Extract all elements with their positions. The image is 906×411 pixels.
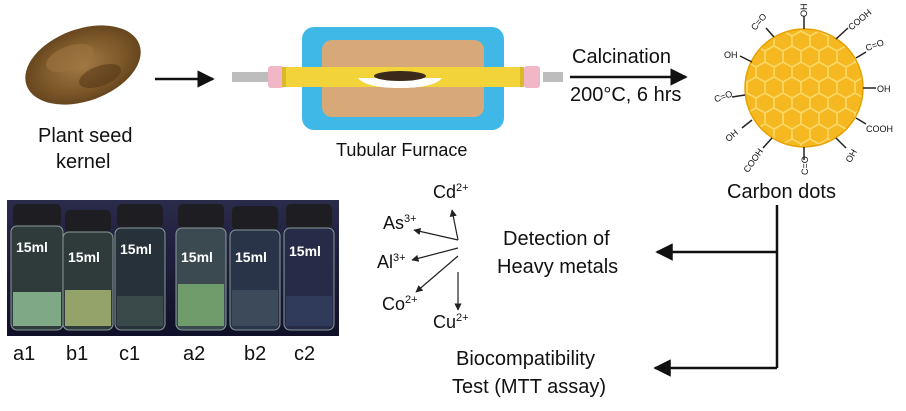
ion-arrows (411, 209, 462, 311)
biocompat-label-line1: Biocompatibility (456, 348, 595, 370)
fg-label: C=O (800, 156, 810, 175)
ion-charge: 2+ (456, 312, 469, 324)
fg-label: C=O (749, 11, 769, 32)
fg-label: COOH (866, 124, 893, 134)
ion-symbol: Al (377, 252, 394, 272)
seed-label-line2: kernel (56, 151, 111, 173)
vial-print: 15ml (235, 249, 267, 265)
ion-symbol: As (383, 213, 405, 233)
ion-as: As3+ (383, 213, 417, 234)
vial-label-c2: c2 (294, 343, 316, 365)
seed-pile-icon (25, 25, 141, 105)
carbon-dot-icon (744, 28, 864, 148)
detection-label-line2: Heavy metals (497, 256, 619, 278)
vial-photo-panel: 15ml 15ml 15ml 15ml 15ml 15ml (7, 200, 339, 336)
vial-left-group (10, 204, 166, 331)
vial-label-b1: b1 (66, 343, 89, 365)
vial-print: 15ml (68, 249, 100, 265)
vial-print: 15ml (181, 249, 213, 265)
seed-label-line1: Plant seed (38, 125, 133, 147)
vial-label-a2: a2 (183, 343, 206, 365)
furnace-label: Tubular Furnace (336, 140, 468, 160)
ion-symbol: Cu (433, 312, 457, 332)
tubular-furnace-icon (232, 27, 563, 130)
vial-print: 15ml (120, 241, 152, 257)
ion-charge: 2+ (405, 294, 418, 306)
ion-charge: 2+ (456, 182, 469, 194)
fg-label: OH (844, 148, 859, 165)
fg-label: C=O (713, 89, 734, 105)
fg-label: OH (724, 50, 738, 60)
calcination-label: Calcination (572, 46, 671, 68)
fg-label: OH (877, 84, 891, 94)
fg-label: COOH (846, 7, 873, 32)
ion-al: Al3+ (377, 252, 406, 273)
ion-symbol: Co (382, 294, 406, 314)
functional-group-bonds (731, 16, 876, 160)
ion-charge: 3+ (393, 252, 406, 264)
fg-label: OH (799, 4, 809, 18)
fg-label: COOH (741, 147, 765, 175)
biocompat-label-line2: Test (MTT assay) (452, 376, 607, 398)
ion-charge: 3+ (404, 213, 417, 225)
vial-label-c1: c1 (119, 343, 141, 365)
ion-symbol: Cd (433, 182, 457, 202)
ion-cu: Cu2+ (433, 312, 469, 333)
vial-print: 15ml (289, 243, 321, 259)
ion-co: Co2+ (382, 294, 418, 315)
fg-label: OH (723, 127, 740, 143)
ion-cd: Cd2+ (433, 182, 469, 203)
vial-right-group (175, 204, 335, 331)
calcination-conditions: 200°C, 6 hrs (570, 84, 682, 106)
vial-label-b2: b2 (244, 343, 267, 365)
vial-print: 15ml (16, 239, 48, 255)
vial-label-a1: a1 (13, 343, 36, 365)
carbon-dots-label: Carbon dots (727, 181, 836, 203)
detection-label-line1: Detection of (503, 228, 610, 250)
fg-label: C=O (864, 37, 885, 53)
